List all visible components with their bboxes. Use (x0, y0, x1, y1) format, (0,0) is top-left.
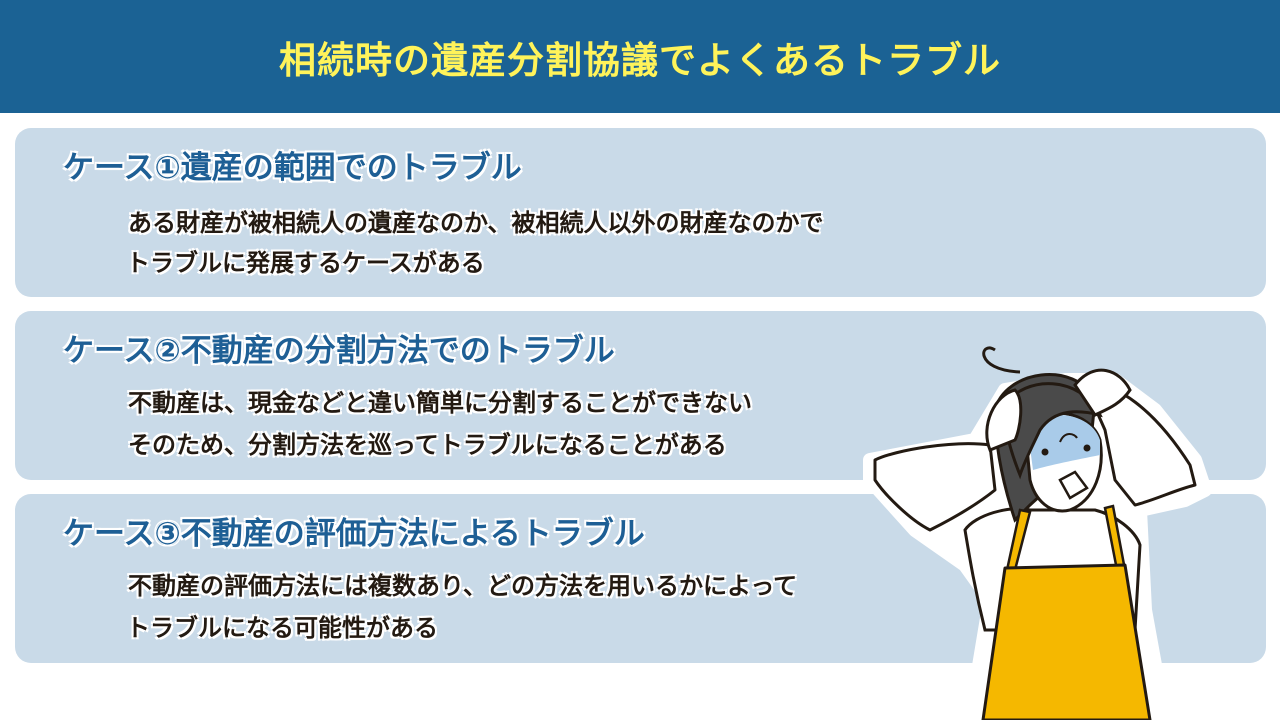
case-description-line: 不動産の評価方法には複数あり、どの方法を用いるかによって (128, 572, 798, 600)
worried-woman-icon (863, 346, 1212, 724)
header-banner: 相続時の遺産分割協議でよくあるトラブル (0, 0, 1280, 113)
case-title: ケース③不動産の評価方法によるトラブル (63, 516, 645, 552)
page-title: 相続時の遺産分割協議でよくあるトラブル (279, 38, 1001, 82)
case-description-line: ある財産が被相続人の遺産なのか、被相続人以外の財産なのかで (128, 209, 824, 237)
case-title: ケース②不動産の分割方法でのトラブル (63, 333, 615, 369)
case-description-line: 不動産は、現金などと違い簡単に分割することができない (128, 389, 752, 417)
case-description-line: そのため、分割方法を巡ってトラブルになることがある (128, 431, 727, 459)
case-description-line: トラブルに発展するケースがある (126, 249, 485, 277)
case-title: ケース①遺産の範囲でのトラブル (63, 150, 522, 186)
case-card-1: ケース①遺産の範囲でのトラブル ある財産が被相続人の遺産なのか、被相続人以外の財… (15, 128, 1266, 297)
case-description-line: トラブルになる可能性がある (126, 614, 438, 642)
worried-woman-illustration (855, 330, 1275, 724)
